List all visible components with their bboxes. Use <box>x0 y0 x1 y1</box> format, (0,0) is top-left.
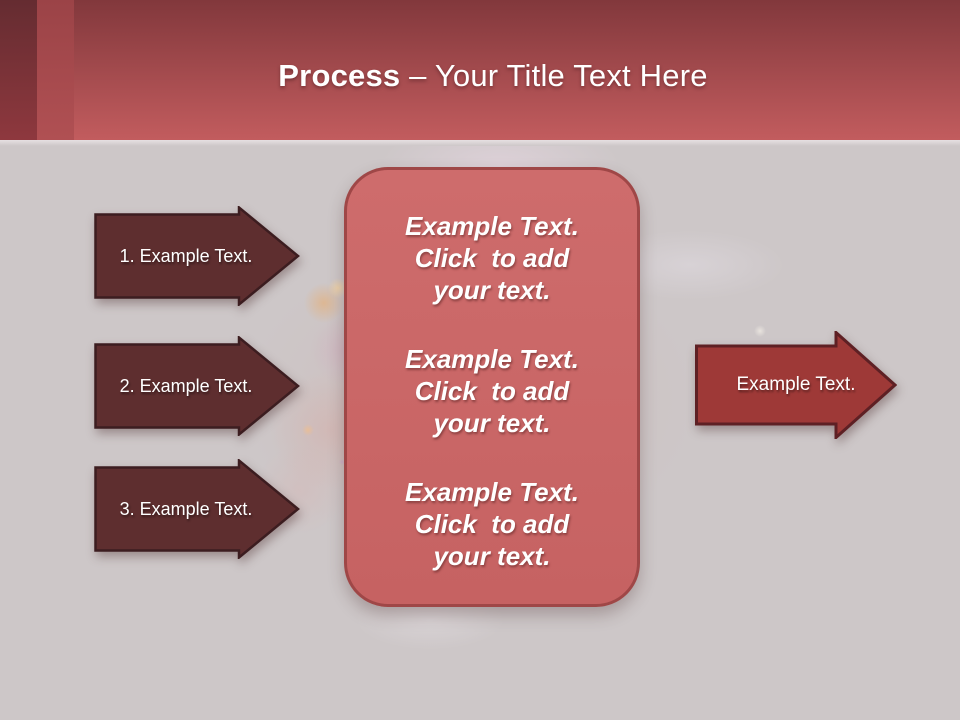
text-line: Example Text. <box>405 344 579 374</box>
text-line: your text. <box>433 408 551 438</box>
text-line: your text. <box>433 275 551 305</box>
process-arrow-step-1: 1. Example Text. <box>94 206 300 306</box>
step-3-label: 3. Example Text. <box>119 498 253 519</box>
process-arrow-step-2: 2. Example Text. <box>94 336 300 436</box>
slide-title: Process – Your Title Text Here <box>0 58 960 94</box>
title-keyword: Process <box>278 58 401 93</box>
center-text-box: Example Text. Click to add your text. Ex… <box>344 167 640 607</box>
text-line: Example Text. <box>405 211 579 241</box>
process-arrow-step-3: 3. Example Text. <box>94 459 300 559</box>
text-line: Click to add <box>414 376 570 406</box>
step-2-label: 2. Example Text. <box>119 375 253 396</box>
result-arrow-label: Example Text. <box>736 374 856 395</box>
text-paragraph: Example Text. Click to add your text. <box>405 210 579 306</box>
text-line: Click to add <box>414 509 570 539</box>
header-divider <box>0 140 960 146</box>
result-arrow: Example Text. <box>695 331 897 439</box>
text-line: Click to add <box>414 243 570 273</box>
text-line: your text. <box>433 541 551 571</box>
step-1-label: 1. Example Text. <box>119 245 253 266</box>
text-paragraph: Example Text. Click to add your text. <box>405 476 579 572</box>
title-rest: – Your Title Text Here <box>409 58 708 93</box>
text-paragraph: Example Text. Click to add your text. <box>405 343 579 439</box>
text-line: Example Text. <box>405 477 579 507</box>
